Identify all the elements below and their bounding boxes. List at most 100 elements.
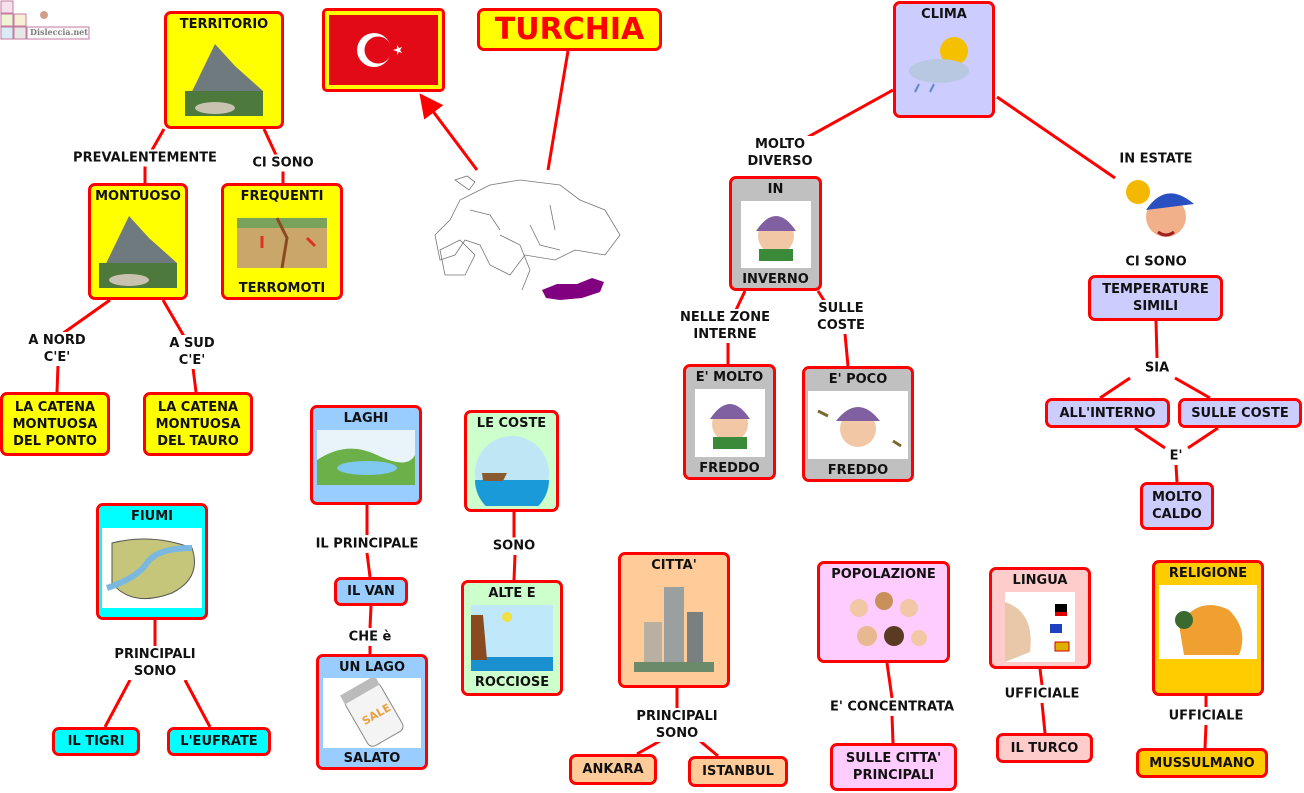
earthquake-fault-image: [237, 217, 327, 269]
summer-person-image: [1118, 172, 1198, 247]
node-label: LE COSTE: [476, 416, 547, 431]
node-label: MOLTO: [1151, 490, 1203, 505]
link-line: [885, 662, 894, 699]
link-line: [368, 605, 373, 629]
node-alte-rocciose: ALTE E ROCCIOSE: [461, 580, 563, 696]
link-line: [103, 679, 132, 728]
title-turchia: TURCHIA: [477, 8, 662, 51]
node-sulle-coste: SULLE COSTE: [1178, 398, 1302, 428]
link-label: CI SONO: [252, 154, 314, 172]
node-label-top: ALTE E: [488, 586, 536, 601]
node-montuoso: MONTUOSO: [88, 183, 188, 300]
link-line: [1038, 668, 1044, 686]
node-label-bottom: TERROMOTI: [238, 281, 326, 296]
link-line: [1099, 376, 1131, 400]
node-label: POPOLAZIONE: [831, 567, 936, 582]
node-lago-salato: UN LAGO SALE SALATO: [316, 654, 428, 770]
node-label: IL TIGRI: [67, 734, 125, 749]
node-label: LAGHI: [343, 411, 389, 426]
link-line: [996, 95, 1116, 180]
link-label-line: SONO: [133, 664, 177, 679]
mountain-image: [99, 216, 177, 288]
link-label-line: PRINCIPALI: [636, 709, 718, 724]
node-label: DEL PONTO: [13, 433, 97, 449]
link-line: [807, 88, 894, 139]
logo-text: Disleccia.net: [30, 27, 88, 37]
node-istanbul: ISTANBUL: [688, 756, 788, 787]
node-label-bottom: FREDDO: [699, 461, 760, 476]
node-label: ISTANBUL: [702, 764, 774, 779]
cold-person-image: [740, 201, 811, 268]
city-buildings-image: [634, 587, 714, 672]
node-label: CITTA': [651, 558, 697, 573]
windy-person-image: [808, 391, 908, 459]
node-citta: CITTA': [618, 552, 730, 688]
node-il-tigri: IL TIGRI: [52, 727, 140, 756]
arrow-to-flag: [419, 93, 479, 171]
link-line: [1134, 426, 1166, 450]
link-label-line: COSTE: [817, 318, 865, 333]
link-line: [262, 128, 278, 156]
link-label: IL PRINCIPALE: [315, 535, 419, 553]
node-temperature-simili: TEMPERATURE SIMILI: [1088, 275, 1223, 321]
page-title: TURCHIA: [494, 11, 645, 47]
node-citta-principali: SULLE CITTA' PRINCIPALI: [830, 743, 957, 791]
node-label: CALDO: [1152, 507, 1202, 522]
link-label: SONO: [492, 537, 536, 555]
node-label-bottom: SALATO: [343, 751, 401, 766]
node-label: TERRITORIO: [179, 17, 269, 32]
flag-crescent-star-icon: [329, 15, 438, 85]
link-label-line: A NORD: [28, 333, 86, 348]
node-fiumi: FIUMI: [96, 503, 208, 620]
link-label-line: DIVERSO: [747, 154, 813, 169]
node-label-top: E' MOLTO: [695, 370, 764, 385]
node-molto-caldo: MOLTO CALDO: [1140, 482, 1214, 530]
node-label: LINGUA: [1012, 573, 1068, 588]
link-label: E': [1169, 447, 1183, 465]
node-label: FIUMI: [130, 509, 174, 524]
link-line: [55, 364, 60, 393]
turkey-flag: [322, 8, 445, 92]
node-eufrate: L'EUFRATE: [167, 727, 271, 756]
link-label: PREVALENTEMENTE: [73, 149, 217, 167]
node-popolazione: POPOLAZIONE: [817, 561, 950, 663]
node-laghi: LAGHI: [310, 405, 422, 505]
node-inverno: IN INVERNO: [729, 176, 822, 291]
node-label: TEMPERATURE: [1102, 282, 1209, 297]
node-mussulmano: MUSSULMANO: [1136, 748, 1268, 778]
link-line: [150, 128, 166, 151]
node-label: L'EUFRATE: [180, 734, 258, 749]
node-label: PRINCIPALI: [852, 768, 935, 783]
link-label: UFFICIALE: [1004, 685, 1080, 703]
node-all-interno: ALL'INTERNO: [1045, 398, 1170, 428]
site-logo[interactable]: Disleccia.net: [0, 0, 90, 40]
node-label: SIMILI: [1132, 299, 1179, 314]
node-religione: RELIGIONE: [1152, 560, 1264, 696]
lake-image: [317, 430, 415, 485]
node-label: SULLE CITTA': [845, 751, 942, 766]
link-label: E' CONCENTRATA: [829, 698, 955, 716]
node-label: MONTUOSO: [95, 189, 181, 204]
mountain-image: [185, 44, 263, 116]
node-clima: CLIMA: [893, 1, 995, 118]
node-label: RELIGIONE: [1168, 566, 1248, 581]
node-terremoti: FREQUENTI TERROMOTI: [221, 183, 343, 300]
node-label: MUSSULMANO: [1149, 755, 1255, 771]
link-line: [1174, 464, 1179, 483]
node-il-turco: IL TURCO: [996, 733, 1093, 763]
link-label-line: A SUD: [169, 336, 215, 351]
logo-blocks-icon: [0, 0, 90, 40]
link-line: [183, 679, 212, 728]
link-label: CHE è: [348, 628, 392, 646]
link-line: [61, 298, 111, 336]
node-ankara: ANKARA: [569, 754, 657, 785]
weather-sun-cloud-image: [909, 37, 969, 93]
link-line: [843, 333, 850, 367]
